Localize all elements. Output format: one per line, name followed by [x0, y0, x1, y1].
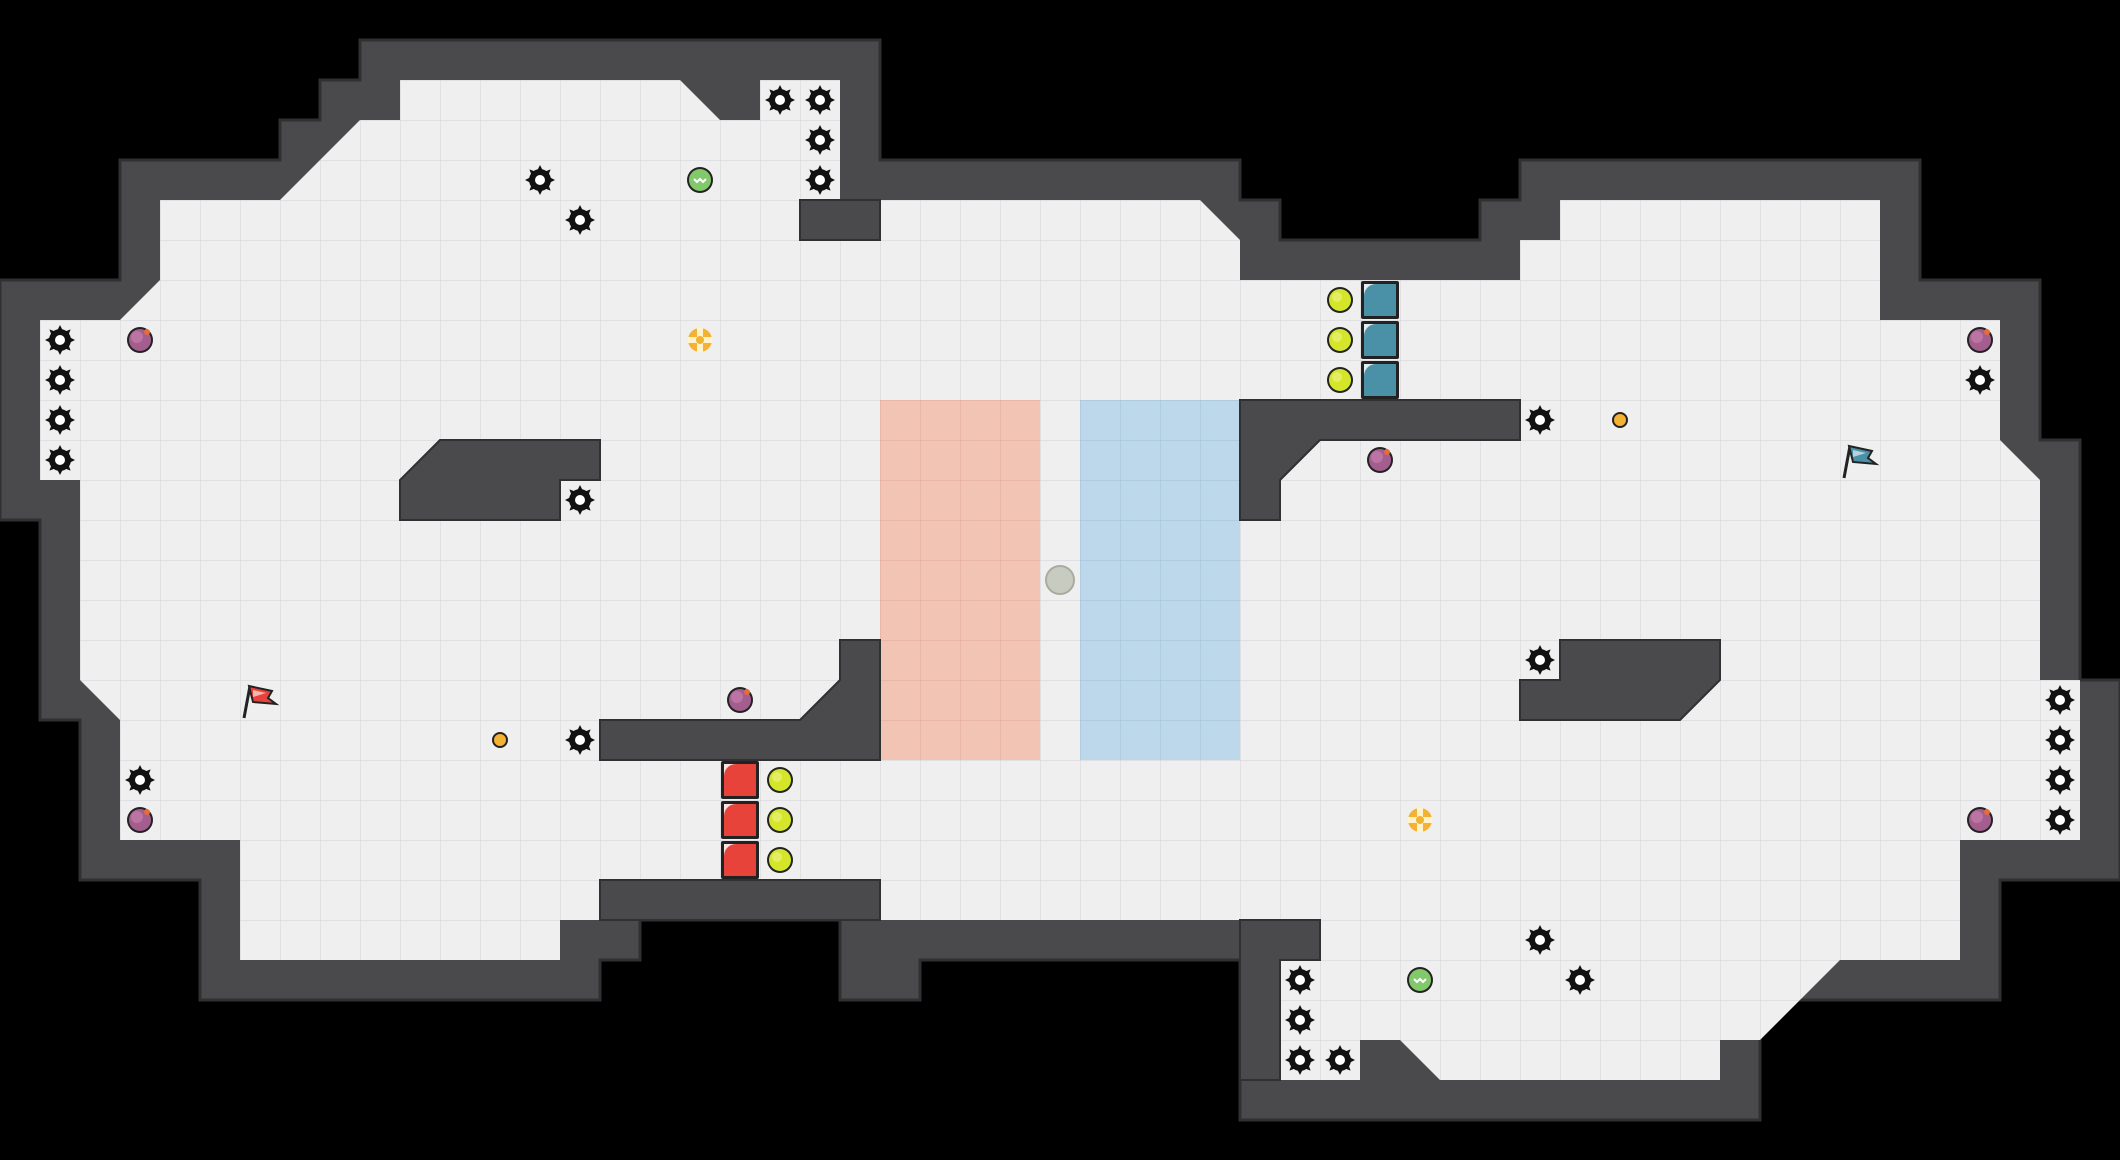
spike-icon: [2045, 685, 2075, 715]
spike-icon: [1965, 365, 1995, 395]
spike-icon: [45, 445, 75, 475]
spike-icon: [45, 405, 75, 435]
red-team-zone: [880, 400, 1040, 760]
bomb-icon: [127, 327, 153, 353]
boost-pad-icon: [767, 847, 793, 873]
wall-block: [1519, 639, 1721, 721]
bomb-icon: [727, 687, 753, 713]
spike-icon: [1325, 1045, 1355, 1075]
bomb-icon: [1967, 807, 1993, 833]
spike-icon: [45, 365, 75, 395]
blue-flag-icon: [1842, 444, 1880, 479]
spike-icon: [2045, 805, 2075, 835]
spike-icon: [525, 165, 555, 195]
blue-gate-icon: [1361, 321, 1399, 359]
red-gates: [721, 761, 759, 879]
spike-icon: [1525, 405, 1555, 435]
spike-icon: [1525, 925, 1555, 955]
spike-icon: [1565, 965, 1595, 995]
spike-icon: [2045, 765, 2075, 795]
pellet-icon: [492, 732, 508, 748]
spike-icon: [805, 125, 835, 155]
spike-icon: [45, 325, 75, 355]
bomb-icon: [1967, 327, 1993, 353]
blue-gates: [1361, 281, 1399, 399]
red-flag-icon: [242, 684, 280, 719]
red-gate-icon: [721, 801, 759, 839]
red-gate-icon: [721, 841, 759, 879]
spike-icon: [565, 725, 595, 755]
bomb-icon: [127, 807, 153, 833]
bomb-icon: [1367, 447, 1393, 473]
spike-icon: [2045, 725, 2075, 755]
boost-pad-icon: [767, 807, 793, 833]
spike-icon: [805, 85, 835, 115]
boost-pad-icon: [1327, 327, 1353, 353]
spike-icon: [805, 165, 835, 195]
spike-icon: [125, 765, 155, 795]
powerup-icon: [1408, 808, 1432, 832]
spike-icon: [1285, 965, 1315, 995]
jukejuice-icon: [1406, 966, 1434, 994]
blue-gate-icon: [1361, 361, 1399, 399]
blue-team-zone: [1080, 400, 1240, 760]
spike-icon: [1525, 645, 1555, 675]
jukejuice-icon: [686, 166, 714, 194]
pellet-icon: [1612, 412, 1628, 428]
powerup-icon: [688, 328, 712, 352]
wall-block: [1239, 399, 1521, 521]
inner-walls: [399, 399, 1721, 1081]
spike-icon: [565, 485, 595, 515]
boost-pad-icon: [1327, 367, 1353, 393]
red-gate-icon: [721, 761, 759, 799]
wall-block: [399, 439, 601, 521]
spike-icon: [765, 85, 795, 115]
boost-pad-icon: [767, 767, 793, 793]
wall-block: [1239, 919, 1321, 1081]
spike-icon: [565, 205, 595, 235]
spike-icon: [1285, 1005, 1315, 1035]
wall-block: [599, 879, 881, 921]
boost-pad-icon: [1327, 287, 1353, 313]
wall-block: [799, 199, 881, 241]
neutral-circle: [1045, 565, 1075, 595]
spike-icon: [1285, 1045, 1315, 1075]
wall-block: [599, 639, 881, 761]
blue-gate-icon: [1361, 281, 1399, 319]
